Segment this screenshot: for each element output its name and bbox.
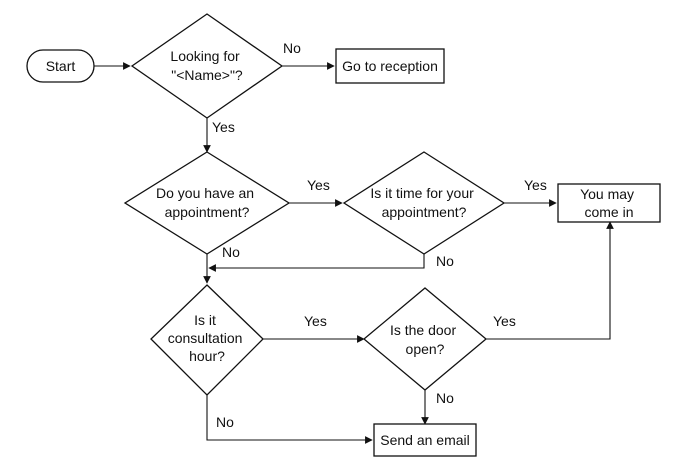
consultation-hour-decision: Is it consultation hour?: [150, 284, 264, 396]
edge-labels: No Yes Yes Yes No No Yes Yes No No: [212, 40, 547, 430]
send-email-label: Send an email: [380, 432, 470, 448]
edge-label-looking-no: No: [283, 40, 301, 56]
time-for-appointment-label: Is it time for your appointment?: [370, 185, 477, 220]
edge-label-door-yes: Yes: [493, 313, 516, 329]
edge-label-time-no: No: [436, 253, 454, 269]
edge-consultation-no-to-email: [206, 395, 373, 444]
edge-label-looking-yes: Yes: [212, 119, 235, 135]
time-for-appointment-decision: Is it time for your appointment?: [342, 151, 506, 255]
door-open-decision: Is the door open?: [362, 287, 488, 391]
edge-label-consultation-yes: Yes: [304, 313, 327, 329]
have-appointment-decision: Do you have an appointment?: [123, 151, 291, 255]
edge-label-appointment-no: No: [222, 244, 240, 260]
edge-label-time-yes: Yes: [524, 177, 547, 193]
nodes: Start Looking for "<Name>"? Go to recept…: [26, 13, 661, 457]
you-may-come-in-node: You may come in: [557, 183, 661, 223]
have-appointment-label: Do you have an appointment?: [156, 185, 258, 220]
edge-time-no-merge: [208, 254, 425, 272]
looking-for-name-decision: Looking for "<Name>"?: [130, 13, 284, 119]
door-open-label: Is the door open?: [390, 322, 460, 357]
edge-label-appointment-yes: Yes: [307, 177, 330, 193]
start-node: Start: [26, 49, 95, 83]
consultation-hour-label: Is it consultation hour?: [168, 312, 247, 364]
looking-for-name-label: Looking for "<Name>"?: [170, 48, 243, 83]
edge-label-door-no: No: [436, 390, 454, 406]
edge-label-consultation-no: No: [216, 414, 234, 430]
start-node-label: Start: [46, 58, 76, 74]
send-email-node: Send an email: [373, 423, 477, 457]
edge-door-yes-to-come-in: [486, 221, 614, 340]
you-may-come-in-label: You may come in: [580, 186, 638, 220]
edges: [94, 62, 614, 444]
go-to-reception-node: Go to reception: [335, 48, 445, 84]
go-to-reception-label: Go to reception: [342, 58, 438, 74]
